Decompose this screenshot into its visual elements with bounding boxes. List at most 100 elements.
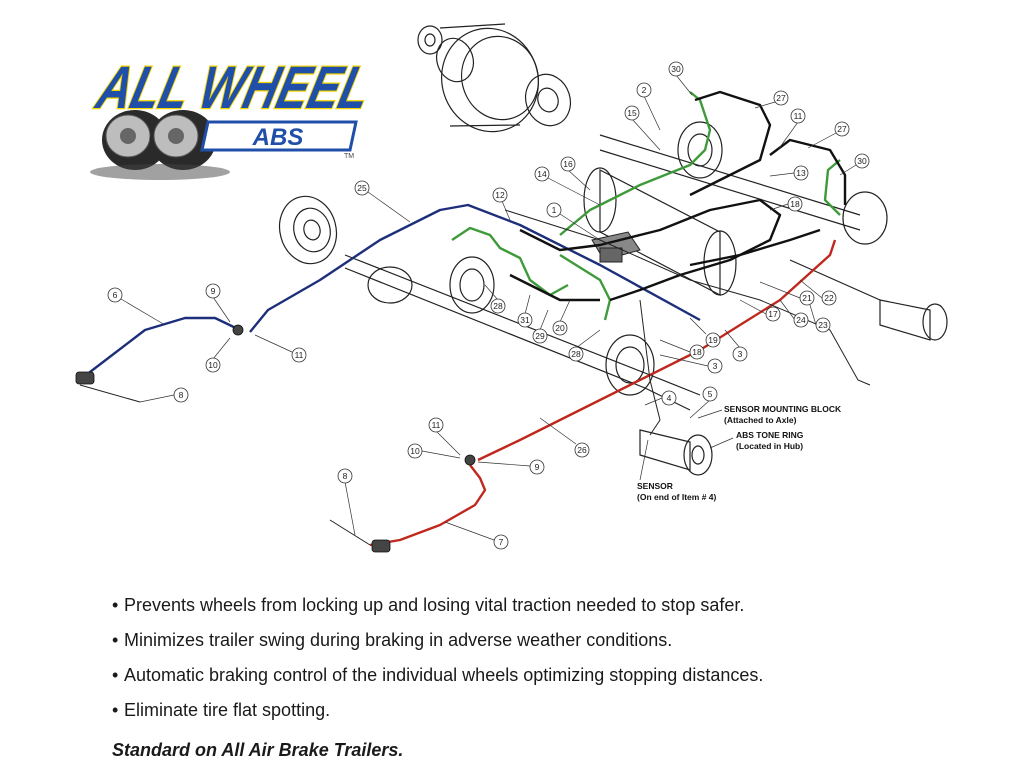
callout-5: 5 <box>689 386 718 419</box>
callout-label: 27 <box>837 124 847 134</box>
callout-label: 16 <box>563 159 573 169</box>
feature-item: •Automatic braking control of the indivi… <box>112 658 992 693</box>
callout-label: 15 <box>627 108 637 118</box>
callout-label: 13 <box>796 168 806 178</box>
sensor-label: SENSOR <box>637 481 673 491</box>
callout-9-left: 9 <box>205 283 231 323</box>
callout-10-bottom: 10 <box>407 443 461 459</box>
callout-label: 11 <box>794 111 803 121</box>
callout-19: 19 <box>689 317 721 348</box>
callout-label: 19 <box>708 335 718 345</box>
callout-8-left: 8 <box>139 387 189 403</box>
bullet-dot: • <box>112 665 119 685</box>
callout-31: 31 <box>517 294 533 328</box>
callout-6: 6 <box>107 287 166 326</box>
callout-3-mid: 3 <box>659 354 723 374</box>
callout-label: 3 <box>713 361 718 371</box>
callout-12: 12 <box>492 187 511 221</box>
callout-10-left: 10 <box>205 337 231 373</box>
tone-ring-label: ABS TONE RING <box>736 430 804 440</box>
feature-text: Automatic braking control of the individ… <box>124 665 764 685</box>
abs-badge: ABS TM <box>200 120 358 160</box>
bullet-dot: • <box>112 630 119 650</box>
callout-3-right: 3 <box>724 329 748 362</box>
callout-label: 20 <box>555 323 565 333</box>
feature-item: •Prevents wheels from locking up and los… <box>112 588 992 623</box>
component-labels: SENSOR MOUNTING BLOCK (Attached to Axle)… <box>637 404 842 502</box>
sensor-sublabel: (On end of Item # 4) <box>637 492 717 502</box>
feature-list: •Prevents wheels from locking up and los… <box>112 588 992 728</box>
callout-28-mid: 28 <box>568 329 601 362</box>
callout-label: 1 <box>552 205 557 215</box>
callout-label: 31 <box>520 315 530 325</box>
callout-label: 3 <box>738 349 743 359</box>
callout-label: 25 <box>357 183 367 193</box>
callout-11-top: 11 <box>777 108 806 151</box>
callout-29: 29 <box>532 309 549 344</box>
callout-markers: 30 2 27 11 15 27 16 13 30 14 12 18 1 25 … <box>107 61 870 550</box>
callout-label: 21 <box>802 293 812 303</box>
callout-1: 1 <box>546 202 601 241</box>
callout-11-left: 11 <box>254 334 307 363</box>
callout-label: 24 <box>796 315 806 325</box>
callout-label: 10 <box>410 446 420 456</box>
callout-label: 30 <box>671 64 681 74</box>
callout-7: 7 <box>444 521 509 550</box>
sensor-block-label: SENSOR MOUNTING BLOCK <box>724 404 842 414</box>
callout-label: 18 <box>790 199 800 209</box>
callout-27-right: 27 <box>807 121 850 149</box>
air-tank <box>583 167 737 296</box>
callout-label: 10 <box>208 360 218 370</box>
tire-icon <box>90 110 230 180</box>
black-hoses <box>509 90 847 302</box>
callout-label: 17 <box>768 309 778 319</box>
callout-16: 16 <box>560 156 591 191</box>
callout-label: 8 <box>179 390 184 400</box>
feature-item: •Eliminate tire flat spotting. <box>112 693 992 728</box>
callout-17: 17 <box>739 299 781 322</box>
callout-label: 28 <box>493 301 503 311</box>
bullet-dot: • <box>112 700 119 720</box>
callout-label: 9 <box>211 286 216 296</box>
sensor-cables <box>79 209 871 546</box>
callout-21: 21 <box>759 281 815 306</box>
callout-label: 27 <box>776 93 786 103</box>
callout-27-top: 27 <box>754 90 789 109</box>
callout-8-bottom: 8 <box>337 468 356 536</box>
callout-2: 2 <box>636 82 661 131</box>
callout-label: 11 <box>295 350 304 360</box>
callout-label: 6 <box>113 290 118 300</box>
callout-20: 20 <box>552 299 571 336</box>
callout-label: 9 <box>535 462 540 472</box>
callout-label: 2 <box>642 85 647 95</box>
all-wheel-abs-logo: ABS TM ALL WHEEL <box>88 53 379 180</box>
brake-drum-top <box>417 23 572 133</box>
feature-text: Prevents wheels from locking up and losi… <box>124 595 745 615</box>
callout-label: 11 <box>432 420 441 430</box>
callout-label: 14 <box>537 169 547 179</box>
callout-label: 22 <box>824 293 834 303</box>
callout-22: 22 <box>799 279 837 306</box>
sensor-block-sublabel: (Attached to Axle) <box>724 415 797 425</box>
bullet-dot: • <box>112 595 119 615</box>
callout-label: 5 <box>708 389 713 399</box>
callout-15: 15 <box>624 105 661 151</box>
callout-18-top: 18 <box>769 196 803 212</box>
callout-label: 18 <box>692 347 702 357</box>
callout-28-left: 28 <box>484 284 506 314</box>
callout-label: 4 <box>667 393 672 403</box>
callout-4: 4 <box>644 390 677 406</box>
feature-text: Eliminate tire flat spotting. <box>124 700 331 720</box>
callout-26: 26 <box>539 417 590 458</box>
abs-system-diagram: ABS TM ALL WHEEL <box>75 23 948 553</box>
callout-label: 29 <box>535 331 545 341</box>
callout-13: 13 <box>769 165 809 181</box>
callout-14: 14 <box>534 166 601 206</box>
hub-left <box>278 195 338 265</box>
callout-label: 30 <box>857 156 867 166</box>
callout-18-mid: 18 <box>659 339 705 360</box>
axle-front <box>344 254 713 476</box>
feature-item: •Minimizes trailer swing during braking … <box>112 623 992 658</box>
trademark-text: TM <box>344 153 354 160</box>
callout-11-bottom: 11 <box>428 417 461 456</box>
